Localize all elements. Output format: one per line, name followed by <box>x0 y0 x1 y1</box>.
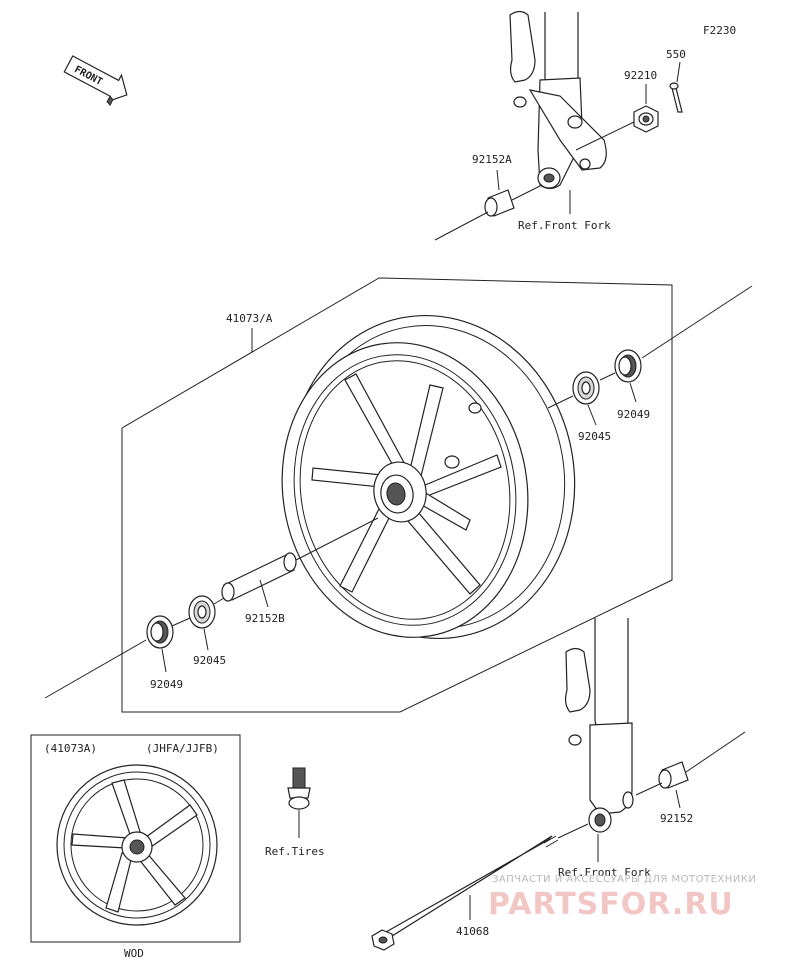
valve-stem <box>287 767 311 810</box>
collar-92152b <box>221 552 297 602</box>
front-fork-upper <box>509 10 607 190</box>
ref-tires: Ref.Tires <box>265 845 325 858</box>
inset-part-label: (41073A) <box>44 742 97 755</box>
axle-nut-92210 <box>633 105 659 133</box>
oil-seal-92049-right <box>614 349 642 383</box>
diagram-code: F2230 <box>703 24 736 37</box>
collar-92152a <box>484 189 515 217</box>
part-92045-right-label: 92045 <box>578 430 611 443</box>
part-92210-label: 92210 <box>624 69 657 82</box>
part-550-label: 550 <box>666 48 686 61</box>
part-92049-left-label: 92049 <box>150 678 183 691</box>
part-41068-label: 41068 <box>456 925 489 938</box>
inset-panel <box>30 734 241 943</box>
watermark-logo: PARTSFOR.RU <box>488 887 734 922</box>
front-arrow-icon: FRONT <box>63 55 128 107</box>
bearing-92045-left <box>188 595 216 629</box>
ref-front-fork-lower: Ref.Front Fork <box>558 866 651 879</box>
part-41073-label: 41073/A <box>226 312 273 325</box>
part-92152a-label: 92152A <box>472 153 512 166</box>
ref-front-fork-upper: Ref.Front Fork <box>518 219 611 232</box>
collar-92152 <box>658 761 689 789</box>
axle-41068 <box>371 835 559 951</box>
cotter-pin-550 <box>669 82 683 113</box>
inset-color-code: WOD <box>124 947 144 960</box>
bearing-92045-right <box>572 371 600 405</box>
watermark-tagline: ЗАПЧАСТИ И АКСЕССУАРЫ ДЛЯ МОТОТЕХНИКИ <box>492 874 756 885</box>
front-fork-lower <box>564 618 634 833</box>
front-wheel <box>281 314 576 640</box>
part-92152-label: 92152 <box>660 812 693 825</box>
inset-wheel <box>56 764 218 926</box>
part-92049-right-label: 92049 <box>617 408 650 421</box>
part-92152b-label: 92152B <box>245 612 285 625</box>
oil-seal-92049-left <box>146 615 174 649</box>
part-92045-left-label: 92045 <box>193 654 226 667</box>
inset-models-label: (JHFA/JJFB) <box>146 742 219 755</box>
wheel-assembly-frame <box>121 277 673 713</box>
